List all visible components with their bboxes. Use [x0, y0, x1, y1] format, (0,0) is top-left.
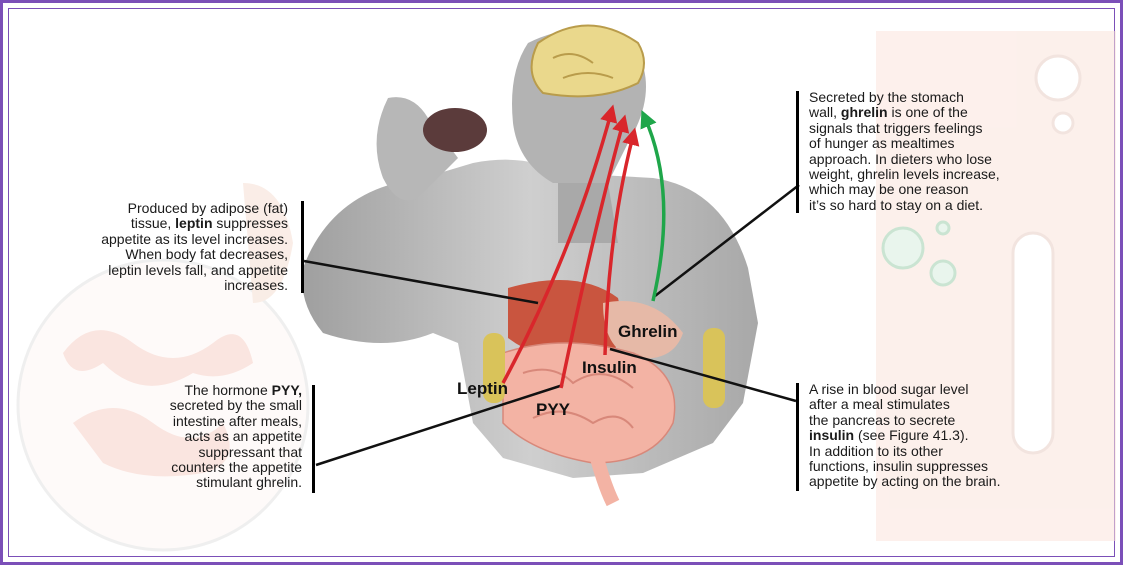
leptin-caption-line: Produced by adipose (fat) [101, 201, 288, 216]
insulin-caption: A rise in blood sugar level after a meal… [809, 382, 1000, 490]
pyy-label: PYY [536, 400, 570, 420]
insulin-caption-line: appetite by acting on the brain. [809, 474, 1000, 489]
leptin-caption-line: appetite as its level increases. [101, 232, 288, 247]
ghrelin-caption-line: weight, ghrelin levels increase, [809, 167, 1000, 182]
ghrelin-caption: Secreted by the stomach wall, ghrelin is… [809, 90, 1000, 213]
ghrelin-caption-line: wall, ghrelin is one of the [809, 105, 1000, 120]
leptin-caption-line: When body fat decreases, [101, 247, 288, 262]
leptin-caption-line: leptin levels fall, and appetite [101, 263, 288, 278]
ghrelin-caption-line: approach. In dieters who lose [809, 152, 1000, 167]
insulin-label: Insulin [582, 358, 637, 378]
human-body-illustration [302, 26, 758, 504]
ghrelin-caption-line: which may be one reason [809, 182, 1000, 197]
pyy-caption-line: secreted by the small [170, 398, 302, 413]
leptin-caption-line: tissue, leptin suppresses [101, 216, 288, 231]
pyy-caption-bar [312, 385, 315, 493]
insulin-caption-bar [796, 383, 799, 491]
pyy-caption-line: intestine after meals, [170, 414, 302, 429]
ghrelin-caption-bar [796, 91, 799, 213]
insulin-caption-line: A rise in blood sugar level [809, 382, 1000, 397]
ghrelin-caption-line: of hunger as mealtimes [809, 136, 1000, 151]
ghrelin-label: Ghrelin [618, 322, 678, 342]
pyy-caption: The hormone PYY, secreted by the small i… [170, 383, 302, 491]
ghrelin-caption-line: Secreted by the stomach [809, 90, 1000, 105]
pyy-caption-line: The hormone PYY, [170, 383, 302, 398]
insulin-caption-line: the pancreas to secrete [809, 413, 1000, 428]
insulin-caption-line: In addition to its other [809, 444, 1000, 459]
leptin-caption-bar [301, 201, 304, 293]
insulin-caption-line: after a meal stimulates [809, 397, 1000, 412]
pyy-caption-line: stimulant ghrelin. [170, 475, 302, 490]
insulin-caption-line: insulin (see Figure 41.3). [809, 428, 1000, 443]
leptin-caption: Produced by adipose (fat) tissue, leptin… [101, 201, 288, 293]
ghrelin-caption-line: it’s so hard to stay on a diet. [809, 198, 1000, 213]
leptin-caption-line: increases. [101, 278, 288, 293]
ghrelin-caption-line: signals that triggers feelings [809, 121, 1000, 136]
leptin-label: Leptin [457, 379, 508, 399]
pyy-caption-line: acts as an appetite [170, 429, 302, 444]
insulin-caption-line: functions, insulin suppresses [809, 459, 1000, 474]
pyy-caption-line: suppressant that [170, 445, 302, 460]
pyy-caption-line: counters the appetite [170, 460, 302, 475]
